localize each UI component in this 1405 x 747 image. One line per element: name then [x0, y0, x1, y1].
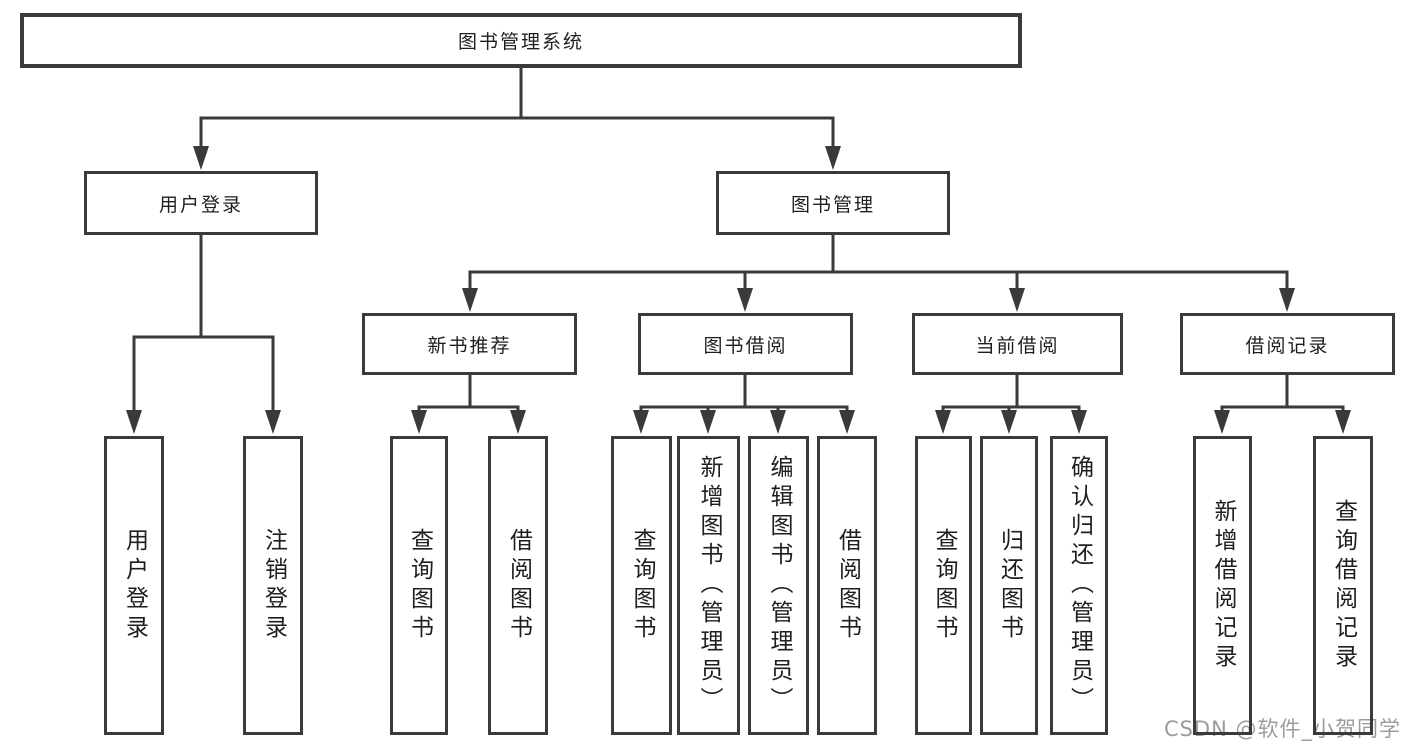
arrow-down-icon: [265, 410, 281, 434]
node-label: 借阅图书: [834, 527, 861, 644]
node-label: 注销登录: [260, 527, 287, 644]
leaf-query-books-recommend: 查询图书: [390, 436, 448, 735]
node-label: 图书借阅: [703, 334, 788, 357]
leaf-return-books: 归还图书: [980, 436, 1038, 735]
node-user-login: 用户登录: [84, 171, 318, 235]
node-label: 编辑图书（管理员）: [766, 455, 792, 716]
leaf-edit-books-admin: 编辑图书（管理员）: [748, 436, 809, 735]
leaf-borrow-books-recommend: 借阅图书: [488, 436, 548, 735]
leaf-logout: 注销登录: [243, 436, 303, 735]
leaf-add-borrow-record: 新增借阅记录: [1193, 436, 1252, 735]
arrow-down-icon: [1279, 288, 1295, 312]
arrow-down-icon: [935, 410, 951, 434]
node-label: 归还图书: [996, 527, 1023, 644]
arrow-down-icon: [1214, 410, 1230, 434]
node-label: 用户登录: [121, 527, 148, 644]
node-label: 查询图书: [406, 527, 433, 644]
arrow-down-icon: [700, 410, 716, 434]
arrow-down-icon: [825, 146, 841, 170]
node-label: 确认归还（管理员）: [1066, 455, 1093, 716]
node-label: 新增图书（管理员）: [696, 455, 722, 716]
leaf-user-login: 用户登录: [104, 436, 164, 735]
arrow-down-icon: [462, 288, 478, 312]
arrow-down-icon: [839, 410, 855, 434]
leaf-query-books-current: 查询图书: [915, 436, 972, 735]
node-label: 借阅记录: [1245, 334, 1330, 357]
node-label: 用户登录: [158, 193, 243, 216]
leaf-add-books-admin: 新增图书（管理员）: [677, 436, 740, 735]
node-label: 借阅图书: [505, 527, 532, 644]
arrow-down-icon: [510, 410, 526, 434]
node-label: 新书推荐: [427, 334, 512, 357]
csdn-watermark: CSDN @软件_小贺同学: [1163, 717, 1401, 741]
node-label: 查询图书: [931, 527, 957, 644]
node-label: 新增借阅记录: [1210, 498, 1236, 673]
leaf-borrow-books: 借阅图书: [817, 436, 877, 735]
arrow-down-icon: [633, 410, 649, 434]
leaf-query-borrow-record: 查询借阅记录: [1313, 436, 1373, 735]
arrow-down-icon: [1009, 288, 1025, 312]
arrow-down-icon: [193, 146, 209, 170]
arrow-down-icon: [1001, 410, 1017, 434]
node-label: 图书管理系统: [457, 31, 584, 53]
node-label: 查询借阅记录: [1330, 498, 1357, 673]
node-label: 当前借阅: [975, 334, 1060, 357]
arrow-down-icon: [411, 410, 427, 434]
arrow-down-icon: [126, 410, 142, 434]
connector-lines: [132, 66, 1345, 414]
node-label: 查询图书: [629, 527, 655, 644]
leaf-confirm-return-admin: 确认归还（管理员）: [1050, 436, 1108, 735]
node-book-borrowing: 图书借阅: [638, 313, 853, 375]
leaf-query-books-borrowing: 查询图书: [611, 436, 672, 735]
arrow-down-icon: [1335, 410, 1351, 434]
node-new-book-recommendation: 新书推荐: [362, 313, 577, 375]
node-label: 图书管理: [790, 193, 875, 216]
arrow-down-icon: [1071, 410, 1087, 434]
node-book-management: 图书管理: [716, 171, 950, 235]
arrow-down-icon: [770, 410, 786, 434]
arrow-down-icon: [737, 288, 753, 312]
node-library-management-system: 图书管理系统: [20, 13, 1022, 68]
node-borrowing-records: 借阅记录: [1180, 313, 1395, 375]
node-current-borrowing: 当前借阅: [912, 313, 1123, 375]
